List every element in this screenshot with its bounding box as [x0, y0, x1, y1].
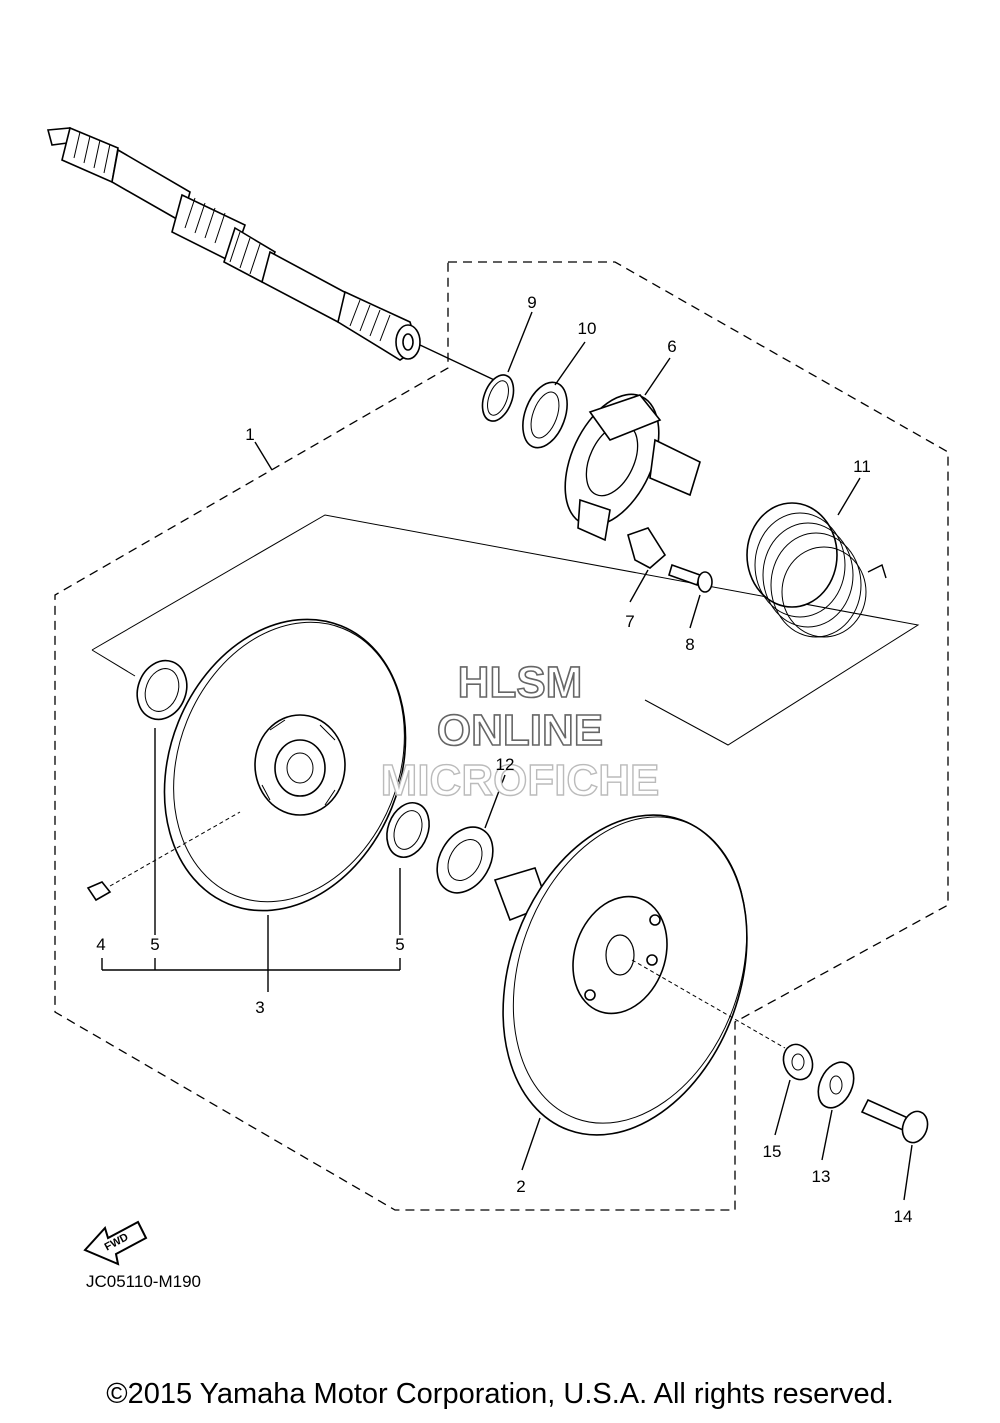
label-5-left: 5	[150, 935, 159, 954]
washer-12	[436, 774, 506, 894]
assembly-outline-1	[54, 261, 949, 1211]
label-14: 14	[894, 1207, 913, 1226]
label-15: 15	[763, 1142, 782, 1161]
watermark-line-3: MICROFICHE	[381, 756, 660, 805]
label-1: 1	[245, 425, 254, 444]
slider-7	[627, 527, 667, 603]
main-shaft	[46, 126, 506, 386]
label-2: 2	[516, 1177, 525, 1196]
label-5-right: 5	[395, 935, 404, 954]
label-4: 4	[96, 935, 105, 954]
secondary-sheave-2	[493, 814, 786, 1171]
copyright-text: ©2015 Yamaha Motor Corporation, U.S.A. A…	[106, 1378, 894, 1410]
cam-6	[564, 357, 701, 542]
bolt-8	[668, 563, 713, 629]
watermark-line-1: HLSM	[458, 658, 583, 707]
bolt-14	[860, 1098, 929, 1201]
washer-10	[522, 341, 586, 449]
label-12: 12	[496, 755, 515, 774]
assembly-outline-inner	[91, 514, 920, 746]
seal-5-right	[386, 802, 430, 858]
watermark: HLSM ONLINE MICROFICHE	[380, 657, 660, 806]
watermark-line-2: ONLINE	[437, 706, 603, 755]
fwd-arrow-icon: FWD	[83, 1220, 148, 1266]
washer-13	[817, 1061, 855, 1161]
label-11: 11	[853, 457, 871, 476]
spring-11	[746, 477, 887, 638]
label-10: 10	[578, 319, 597, 338]
seal-5-left	[136, 659, 188, 721]
diagram-code: JC05110-M190	[86, 1272, 201, 1291]
label-13: 13	[812, 1167, 831, 1186]
grease-nipple-4	[86, 811, 241, 902]
primary-sheave-3	[163, 618, 407, 912]
label-6: 6	[667, 337, 676, 356]
label-3: 3	[255, 998, 264, 1017]
label-8: 8	[685, 635, 694, 654]
label-7: 7	[625, 612, 634, 631]
collar-15	[774, 1043, 814, 1136]
circlip-9	[481, 311, 533, 422]
part-labels: 1 2 3 4 5 5 6 7 8 9 10 11 12 13 14 15	[96, 293, 912, 1226]
leader-1	[254, 441, 273, 471]
leader-bracket-3	[101, 728, 401, 992]
label-9: 9	[527, 293, 536, 312]
